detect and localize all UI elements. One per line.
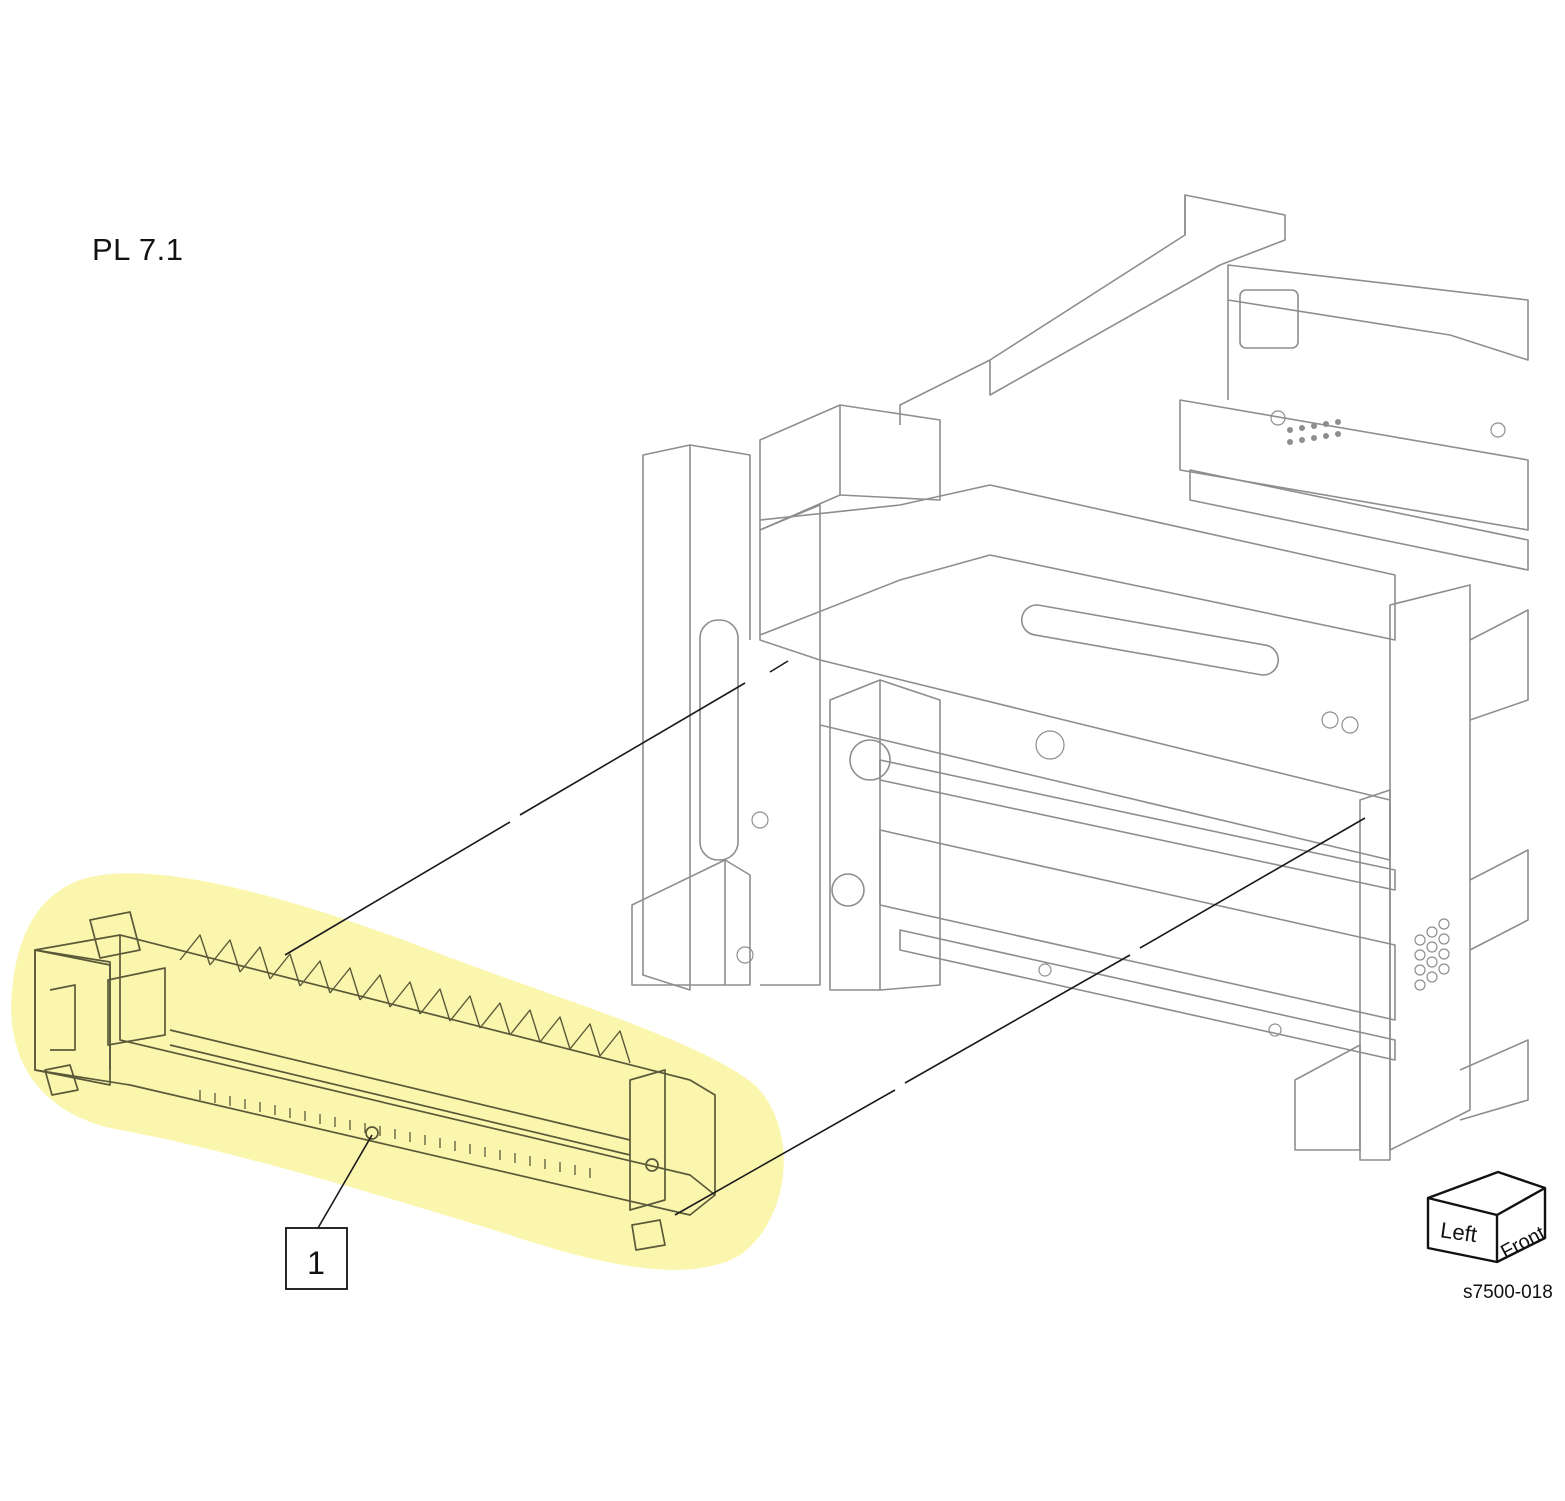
orientation-cube: Left Front: [1426, 1170, 1549, 1264]
leader-lines: [284, 660, 1366, 1229]
figure-id: s7500-018: [1463, 1282, 1553, 1303]
callout-number: 1: [307, 1245, 325, 1281]
printer-frame-drawing: [631, 194, 1529, 1161]
fuser-assembly[interactable]: [34, 911, 716, 1251]
callout-1[interactable]: 1: [285, 1227, 348, 1290]
parts-list-label: PL 7.1: [92, 232, 184, 267]
cube-left-label: Left: [1439, 1217, 1479, 1247]
